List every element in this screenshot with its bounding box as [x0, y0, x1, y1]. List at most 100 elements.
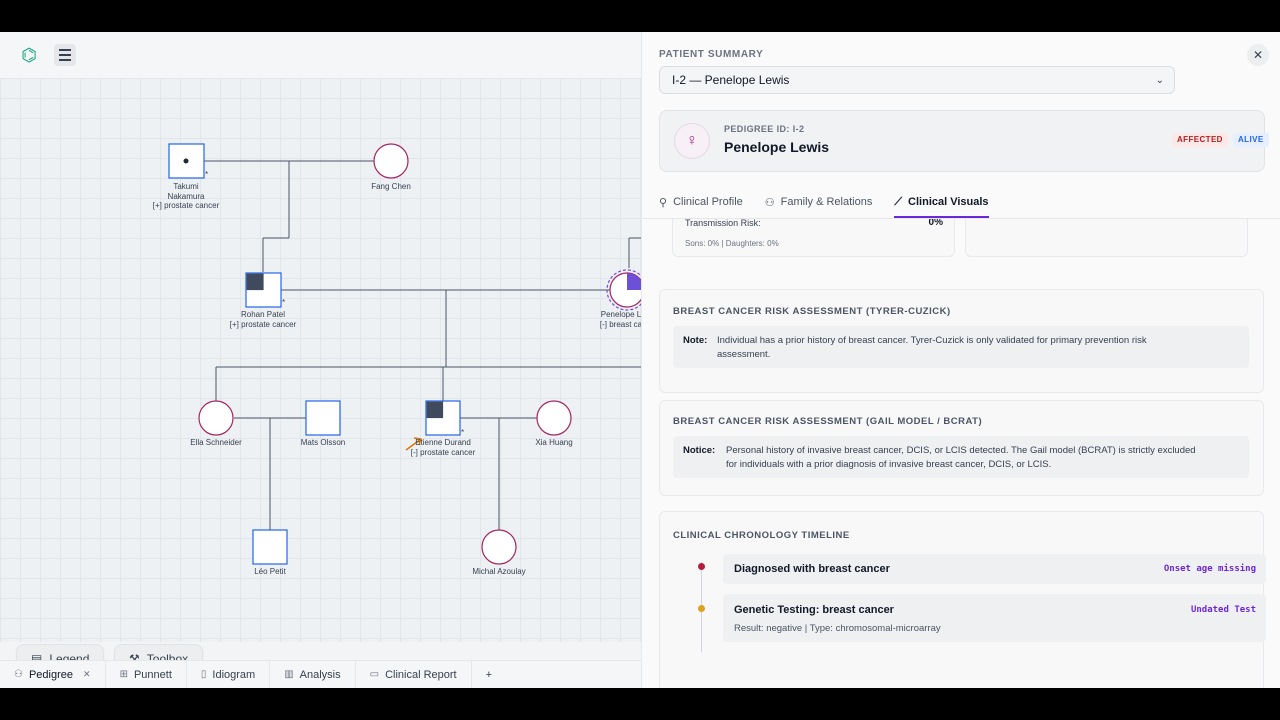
event-title: Genetic Testing: breast cancer: [734, 604, 894, 616]
dna-icon[interactable]: ⌬: [21, 45, 37, 65]
patient-id-card: ♀ PEDIGREE ID: I-2 Penelope Lewis AFFECT…: [659, 110, 1269, 172]
tab-label: Clinical Report: [385, 668, 457, 681]
wrench-icon: ⚒: [129, 652, 140, 666]
app-window: ⌬ *: [0, 32, 1280, 688]
selection-ring: [606, 269, 641, 311]
label-fang: Fang Chen: [371, 182, 411, 191]
node-leo: [252, 529, 288, 565]
event-title: Diagnosed with breast cancer: [734, 563, 890, 575]
timeline-card: CLINICAL CHRONOLOGY TIMELINE Diagnosed w…: [659, 511, 1266, 688]
tab-label: Analysis: [299, 668, 341, 681]
tab-clinical-profile[interactable]: ⚲ Clinical Profile: [659, 188, 743, 216]
note-label: Note:: [683, 335, 708, 346]
tab-idiogram[interactable]: ▯ Idiogram: [187, 660, 271, 688]
note-text-line: Personal history of invasive breast canc…: [726, 445, 1196, 456]
tab-label: Clinical Profile: [673, 196, 743, 208]
patient-summary-panel: PATIENT SUMMARY ✕ I-2 — Penelope Lewis ⌄…: [641, 32, 1280, 688]
affected-badge: AFFECTED: [1172, 133, 1228, 147]
panel-tabs: ⚲ Clinical Profile ⚇ Family & Relations …: [659, 188, 989, 218]
timeline-dot: [698, 605, 705, 612]
transmission-sub: Sons: 0% | Daughters: 0%: [685, 239, 779, 248]
label-michal: Michal Azoulay: [472, 567, 526, 576]
patient-name: Penelope Lewis: [724, 139, 830, 155]
tab-label: Pedigree: [28, 668, 74, 681]
gail-note: Notice: Personal history of invasive bre…: [673, 436, 1249, 478]
chromosome-icon: ▯: [200, 669, 207, 680]
note-text: Individual has a prior history of breast…: [717, 334, 1147, 362]
section-title: CLINICAL CHRONOLOGY TIMELINE: [673, 530, 850, 541]
chevron-down-icon: ⌄: [1155, 75, 1164, 86]
event-tag: Undated Test: [1190, 605, 1256, 615]
label-ella: Ella Schneider: [190, 438, 242, 447]
node-xia: [536, 400, 572, 436]
label-leo: Léo Petit: [254, 567, 286, 576]
top-toolbar: ⌬: [0, 32, 641, 78]
svg-text:*: *: [205, 170, 208, 179]
tab-label: Idiogram: [212, 668, 256, 681]
gail-model-card: BREAST CANCER RISK ASSESSMENT (GAIL MODE…: [659, 400, 1264, 496]
proband-arrow-icon: [405, 437, 422, 451]
transmission-label: Transmission Risk:: [685, 219, 761, 228]
timeline-event[interactable]: Genetic Testing: breast cancer Undated T…: [723, 594, 1266, 642]
tab-label: Clinical Visuals: [908, 196, 989, 208]
timeline-event[interactable]: Diagnosed with breast cancer Onset age m…: [723, 554, 1266, 584]
label-penelope: Penelope L[-] breast ca: [599, 310, 641, 329]
document-icon: ▭: [369, 669, 380, 680]
grid-icon: ⊞: [119, 669, 128, 680]
transmission-card: Transmission Risk: 0% Sons: 0% | Daughte…: [672, 219, 955, 257]
close-icon[interactable]: ✕: [83, 669, 91, 679]
note-text: Personal history of invasive breast canc…: [726, 444, 1196, 472]
users-icon: ⚇: [14, 669, 23, 680]
hamburger-icon[interactable]: [54, 44, 76, 66]
node-fang: [373, 143, 409, 179]
tab-family-relations[interactable]: ⚇ Family & Relations: [765, 188, 873, 216]
section-title: BREAST CANCER RISK ASSESSMENT (GAIL MODE…: [673, 416, 983, 427]
note-text-line: for individuals with a prior diagnosis o…: [726, 459, 1052, 470]
tab-analysis[interactable]: ▥ Analysis: [270, 660, 356, 688]
pedigree-id: PEDIGREE ID: I-2: [724, 124, 805, 134]
patient-select-value: I-2 — Penelope Lewis: [672, 73, 790, 87]
line-chart-icon: ⟋: [894, 195, 903, 208]
user-icon: ⚲: [659, 196, 668, 209]
patient-select[interactable]: I-2 — Penelope Lewis ⌄: [659, 66, 1175, 94]
tab-pedigree[interactable]: ⚇ Pedigree ✕: [0, 660, 106, 688]
tyrer-cuzick-card: BREAST CANCER RISK ASSESSMENT (TYRER-CUZ…: [659, 289, 1264, 393]
pedigree-diagram: * * *: [168, 143, 641, 565]
tabs-divider: [642, 218, 1280, 219]
tab-clinical-visuals[interactable]: ⟋ Clinical Visuals: [894, 188, 989, 218]
legend-icon: ▤: [31, 652, 43, 666]
female-icon: ♀: [674, 123, 710, 159]
event-tag: Onset age missing: [1163, 564, 1256, 574]
timeline-dot: [698, 563, 705, 570]
svg-text:*: *: [461, 428, 464, 437]
transmission-value: 0%: [928, 219, 943, 228]
panel-scroll-area[interactable]: Transmission Risk: 0% Sons: 0% | Daughte…: [642, 219, 1280, 688]
secondary-card: [965, 219, 1248, 257]
tab-label: Family & Relations: [780, 196, 873, 208]
note-label: Notice:: [683, 445, 716, 456]
label-etienne: Etienne Durand[-] prostate cancer: [410, 438, 476, 457]
label-rohan: Rohan Patel[+] prostate cancer: [229, 310, 297, 329]
label-mats: Mats Olsson: [300, 438, 346, 447]
add-tab-button[interactable]: +: [472, 661, 506, 689]
alive-badge: ALIVE: [1233, 133, 1269, 147]
event-sub: Result: negative | Type: chromosomal-mic…: [734, 623, 941, 634]
svg-text:*: *: [282, 298, 285, 307]
label-xia: Xia Huang: [535, 438, 573, 447]
panel-title: PATIENT SUMMARY: [659, 49, 764, 60]
tab-clinical-report[interactable]: ▭ Clinical Report: [356, 660, 472, 688]
node-mats: [305, 400, 341, 436]
section-title: BREAST CANCER RISK ASSESSMENT (TYRER-CUZ…: [673, 306, 951, 317]
tab-punnett[interactable]: ⊞ Punnett: [106, 660, 187, 688]
people-icon: ⚇: [764, 196, 775, 209]
node-ella: [198, 400, 234, 436]
note-text-line: Individual has a prior history of breast…: [717, 335, 1147, 346]
tab-label: Punnett: [133, 668, 172, 681]
tyrer-note: Note: Individual has a prior history of …: [673, 326, 1249, 368]
node-michal: [481, 529, 517, 565]
close-icon[interactable]: ✕: [1247, 44, 1269, 66]
add-tab-label: +: [485, 668, 493, 681]
chart-icon: ▥: [284, 669, 294, 680]
